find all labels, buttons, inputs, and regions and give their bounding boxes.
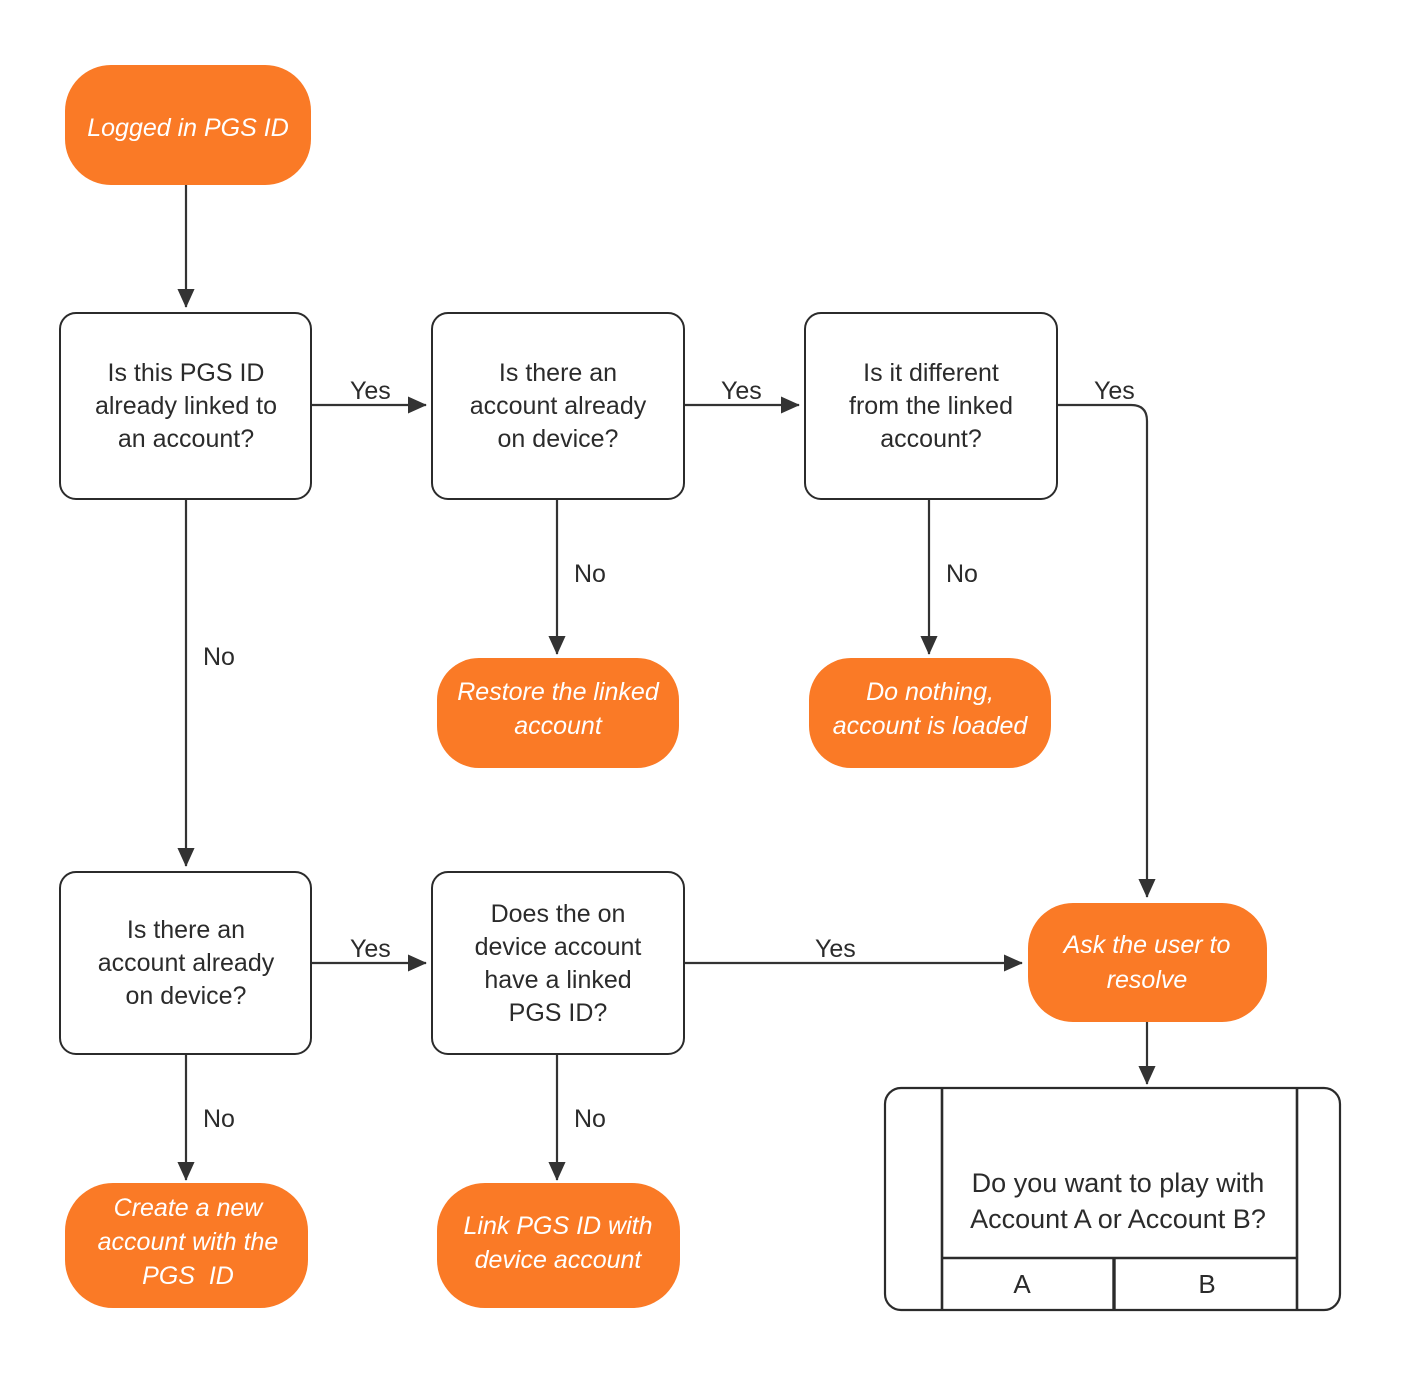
node-terminal-restore-linked-account[interactable]: Restore the linked account [437,658,679,768]
node-d4-line2: account already [98,949,275,977]
node-d3-line3: account? [880,425,981,453]
edge-label-d1-no: No [203,643,235,671]
node-link-line1: Link PGS ID with [464,1212,653,1240]
node-ask-shape [1028,903,1267,1022]
node-d5-line1: Does the on [491,900,626,928]
node-start[interactable]: Logged in PGS ID [65,65,311,185]
node-d5-shape [431,871,685,1055]
node-d3-shape [804,312,1058,500]
dialog-message-line1: Do you want to play with [972,1168,1265,1198]
node-terminal-create-new-account[interactable]: Create a new account with the PGS ID [65,1183,308,1308]
node-decision-account-on-device-top[interactable]: Is there an account already on device? [431,312,685,500]
node-d1-line2: already linked to [95,392,277,420]
edge-label-d3-yes: Yes [1094,377,1135,405]
node-decision-account-on-device-bottom[interactable]: Is there an account already on device? [59,871,312,1055]
edge-label-d5-yes: Yes [815,935,856,963]
node-decision-different-from-linked[interactable]: Is it different from the linked account? [804,312,1058,500]
edge-label-d2-yes: Yes [721,377,762,405]
node-d1-line3: an account? [118,425,254,453]
node-terminal-link-pgsid-device-account[interactable]: Link PGS ID with device account [437,1183,680,1308]
edge-label-d3-no: No [946,560,978,588]
node-start-shape [65,65,311,185]
node-d4-line3: on device? [126,982,247,1010]
node-create-shape [65,1183,308,1308]
node-create-line3: PGS ID [142,1262,234,1290]
node-decision-device-account-has-linked-pgsid[interactable]: Does the on device account have a linked… [431,871,685,1055]
node-create-line1: Create a new [114,1194,265,1222]
node-ask-line1: Ask the user to [1062,931,1231,959]
node-decision-pgsid-linked[interactable]: Is this PGS ID already linked to an acco… [59,312,312,500]
node-d2-line1: Is there an [499,359,617,387]
edge-label-d4-yes: Yes [350,935,391,963]
dialog-mockup[interactable]: Do you want to play with Account A or Ac… [883,1086,1342,1312]
node-d2-line3: on device? [498,425,619,453]
node-ask-line2: resolve [1107,966,1188,994]
edge-d3-yes-to-ask [1057,403,1156,898]
node-d4-line1: Is there an [127,916,245,944]
node-restore-shape [437,658,679,768]
node-d5-line2: device account [475,933,642,961]
node-donothing-line1: Do nothing, [866,678,994,706]
edge-label-d4-no: No [203,1105,235,1133]
dialog-message-line2: Account A or Account B? [970,1204,1266,1234]
node-create-line2: account with the [98,1228,279,1256]
node-terminal-do-nothing[interactable]: Do nothing, account is loaded [809,658,1051,768]
node-d1-line1: Is this PGS ID [108,359,265,387]
dialog-button-a-label: A [1013,1269,1031,1299]
node-donothing-line2: account is loaded [833,712,1029,740]
node-start-label: Logged in PGS ID [87,114,289,142]
edge-label-d1-yes: Yes [350,377,391,405]
node-d4-shape [59,871,312,1055]
edges-layer [177,185,1156,1181]
node-link-line2: device account [475,1246,643,1274]
node-d2-shape [431,312,685,500]
node-terminal-ask-user-to-resolve[interactable]: Ask the user to resolve [1028,903,1267,1022]
node-d3-line2: from the linked [849,392,1013,420]
node-restore-line1: Restore the linked [457,678,660,706]
node-donothing-shape [809,658,1051,768]
edge-label-d2-no: No [574,560,606,588]
node-d3-line1: Is it different [863,359,999,387]
node-d5-line4: PGS ID? [509,999,608,1027]
dialog-button-a[interactable]: A [942,1258,1114,1310]
node-d1-shape [59,312,312,500]
node-link-shape [437,1183,680,1308]
dialog-button-b[interactable]: B [1114,1258,1297,1310]
edge-label-d5-no: No [574,1105,606,1133]
node-restore-line2: account [514,712,603,740]
edge-labels-layer: Yes No Yes No Yes No Yes No Yes No [203,377,1135,1133]
node-d2-line2: account already [470,392,647,420]
dialog-button-b-label: B [1198,1269,1215,1299]
node-d5-line3: have a linked [484,966,631,994]
